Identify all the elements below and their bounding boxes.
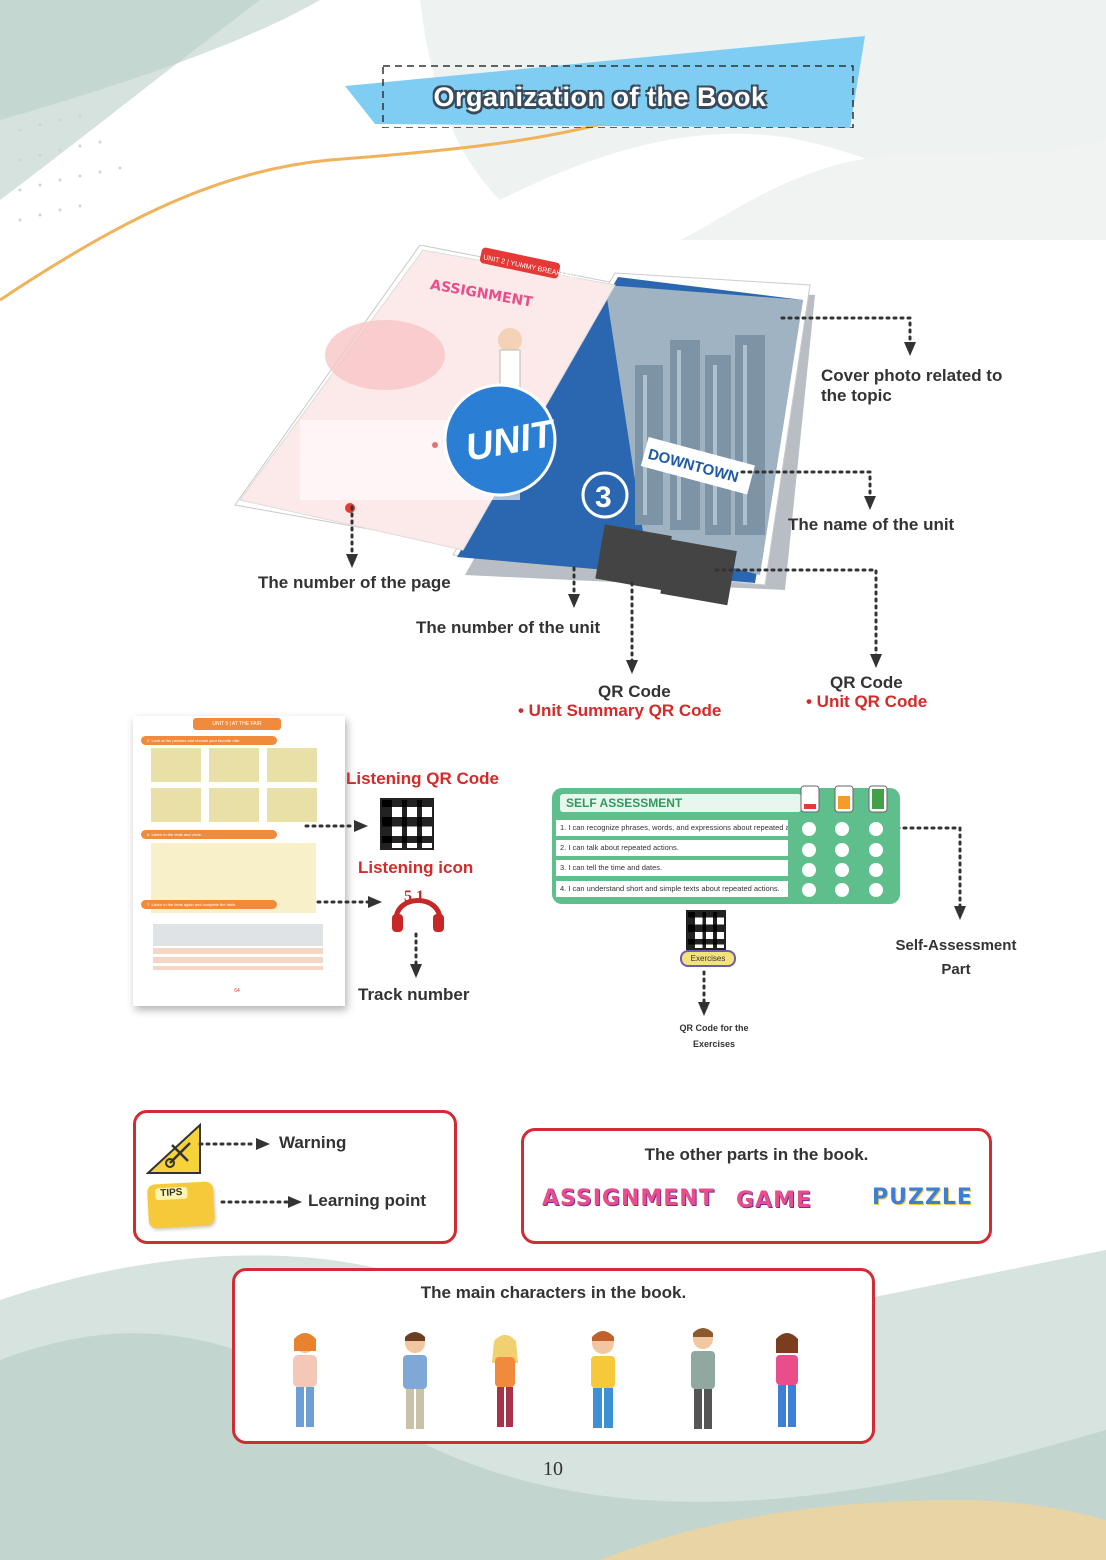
worksheet-page: UNIT 5 | AT THE FAIR 2. Look at the pict…	[133, 716, 345, 1006]
puzzle-word: PUZZLE	[872, 1185, 973, 1210]
worksheet-section-2: 6. Listen to the texts and circle.	[141, 830, 277, 839]
ride-photo	[151, 748, 201, 782]
worksheet-page-num: 64	[234, 988, 240, 994]
ride-photo	[209, 788, 259, 822]
worksheet-banner: UNIT 5 | AT THE FAIR	[193, 718, 281, 730]
label-cover-photo: Cover photo related to the topic	[821, 366, 1003, 405]
label-sa-part-1: Self-Assessment	[895, 937, 1017, 954]
listening-arrows	[304, 820, 966, 1016]
sa-row-2: 2. I can talk about repeated actions.	[556, 840, 788, 856]
label-unit-name: The name of the unit	[788, 515, 955, 534]
label-sa-part-2: Part	[941, 961, 971, 978]
battery-icons	[800, 785, 888, 813]
rating-circle[interactable]	[869, 822, 883, 836]
rating-circle[interactable]	[802, 822, 816, 836]
sa-row-1: 1. I can recognize phrases, words, and e…	[556, 820, 788, 836]
character-man	[691, 1328, 715, 1429]
rating-circle[interactable]	[802, 863, 816, 877]
label-track-number: Track number	[358, 985, 470, 1004]
tips-icon: TIPS	[146, 1181, 216, 1229]
self-assessment-heading: SELF ASSESSMENT	[560, 794, 801, 812]
label-exercises-qr-2: Exercises	[692, 1039, 736, 1049]
ride-photo	[151, 788, 201, 822]
rating-circle[interactable]	[802, 883, 816, 897]
rating-circle[interactable]	[835, 863, 849, 877]
track-number: 5.1	[404, 888, 424, 905]
legend-box: Warning TIPS Learning point	[133, 1110, 457, 1244]
assignment-word: ASSIGNMENT	[542, 1186, 715, 1211]
label-qr-right-item: • Unit QR Code	[806, 692, 928, 711]
label-page-number: The number of the page	[258, 573, 451, 592]
tips-label: TIPS	[155, 1186, 188, 1201]
self-assessment-panel: SELF ASSESSMENT 1. I can recognize phras…	[552, 788, 900, 904]
label-warning: Warning	[279, 1133, 347, 1152]
character-boy-1	[403, 1332, 427, 1429]
label-qr-right: QR Code	[830, 673, 903, 692]
title-banner	[345, 36, 865, 128]
page-title: Organization of the Book	[433, 82, 767, 112]
book-mockup: UNIT 2 | YUMMY BREAKFAST ASSIGNMENT UNIT…	[234, 245, 815, 606]
label-unit-number: The number of the unit	[416, 618, 601, 637]
table-rows	[153, 948, 323, 970]
label-qr-left: QR Code	[598, 682, 671, 701]
ride-photo	[267, 748, 317, 782]
book-unit-num: 3	[595, 481, 612, 514]
page-number: 10	[543, 1458, 563, 1480]
sa-row-4: 4. I can understand short and simple tex…	[556, 881, 788, 897]
rating-circle[interactable]	[835, 883, 849, 897]
other-parts-box: The other parts in the book. ASSIGNMENT …	[521, 1128, 992, 1244]
rating-circle[interactable]	[835, 843, 849, 857]
book-arrows	[346, 316, 916, 674]
table-photos	[153, 924, 323, 946]
headphones-icon[interactable]	[390, 884, 446, 934]
rating-circle[interactable]	[869, 843, 883, 857]
other-parts-title: The other parts in the book.	[644, 1145, 869, 1164]
label-learning-point: Learning point	[308, 1191, 427, 1210]
exercises-qr-code[interactable]	[686, 910, 726, 950]
characters-box: The main characters in the book.	[232, 1268, 875, 1444]
label-listening-qr: Listening QR Code	[346, 769, 499, 788]
exercises-badge: Exercises	[680, 950, 736, 967]
game-word: GAME	[736, 1188, 813, 1213]
arrow-icon	[220, 1196, 302, 1208]
ride-photo	[267, 788, 317, 822]
warning-icon	[146, 1123, 201, 1174]
ride-photo	[209, 748, 259, 782]
label-qr-left-item: • Unit Summary QR Code	[518, 701, 722, 720]
character-woman	[776, 1333, 798, 1427]
worksheet-section-1: 2. Look at the pictures and choose your …	[141, 736, 277, 745]
sa-row-3: 3. I can tell the time and dates.	[556, 860, 788, 876]
rating-circle[interactable]	[835, 822, 849, 836]
character-boy-2	[591, 1331, 615, 1428]
rating-circle[interactable]	[869, 863, 883, 877]
character-girl-2	[492, 1335, 518, 1427]
label-listening-icon: Listening icon	[358, 858, 474, 877]
worksheet-section-3: 7. Listen to the texts again and complet…	[141, 900, 277, 909]
rating-circle[interactable]	[802, 843, 816, 857]
arrow-icon	[198, 1138, 270, 1150]
listening-qr-code[interactable]	[380, 798, 434, 850]
rating-circle[interactable]	[869, 883, 883, 897]
label-exercises-qr-1: QR Code for the	[679, 1023, 749, 1033]
characters-title: The main characters in the book.	[420, 1283, 687, 1302]
character-girl-1	[293, 1333, 317, 1427]
